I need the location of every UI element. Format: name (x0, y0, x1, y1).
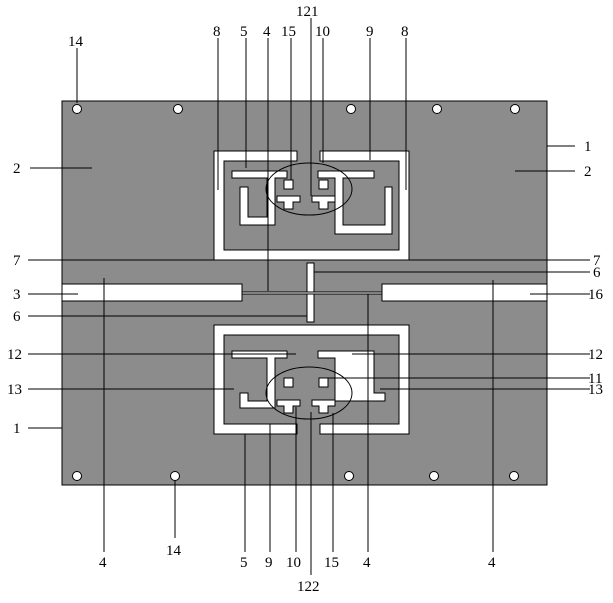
label-left-1: 1 (13, 421, 21, 437)
center-transmission-line (240, 291, 383, 295)
label-top-9: 9 (366, 24, 374, 40)
mounting-holes (72, 104, 520, 481)
label-right-13: 13 (588, 382, 603, 398)
bottom-left-small-pad (283, 377, 294, 388)
label-top-4: 4 (263, 24, 271, 40)
label-left-7: 7 (13, 253, 21, 269)
output-port (381, 283, 548, 302)
label-bottom-14: 14 (166, 543, 182, 559)
label-top-8-right: 8 (401, 24, 409, 40)
label-right-6: 6 (593, 265, 601, 281)
leader-lines (28, 18, 590, 575)
label-bottom-122: 122 (297, 579, 320, 595)
reference-numerals: 14 8 5 4 15 121 10 9 8 1 2 2 7 7 6 3 16 … (7, 4, 604, 595)
label-left-2: 2 (13, 161, 21, 177)
bottom-right-small-pad (318, 377, 329, 388)
label-bottom-15: 15 (324, 555, 339, 571)
mounting-hole (344, 471, 354, 481)
input-port (61, 283, 243, 302)
mounting-hole (72, 104, 82, 114)
label-right-16: 16 (588, 287, 604, 303)
label-bottom-5: 5 (240, 555, 248, 571)
label-left-3: 3 (13, 287, 21, 303)
label-top-14: 14 (68, 34, 84, 50)
bottom-inner-left-resonator (231, 350, 288, 409)
mounting-hole (173, 104, 183, 114)
label-left-13: 13 (7, 382, 22, 398)
label-bottom-4-mid: 4 (363, 555, 371, 571)
top-left-small-pad (283, 179, 294, 190)
label-bottom-10: 10 (286, 555, 301, 571)
label-top-10: 10 (315, 24, 330, 40)
label-bottom-4-left: 4 (99, 555, 107, 571)
mounting-hole (509, 471, 519, 481)
bottom-coupling-ellipse (265, 366, 353, 420)
mounting-hole (432, 104, 442, 114)
label-top-15: 15 (281, 24, 296, 40)
bottom-left-t-pad (276, 399, 301, 414)
label-left-12: 12 (7, 347, 22, 363)
top-inner-right-resonator (317, 170, 393, 235)
label-top-121: 121 (296, 4, 319, 20)
label-bottom-4-right: 4 (488, 555, 496, 571)
top-inner-left-resonator (231, 170, 288, 226)
mounting-hole (72, 471, 82, 481)
mounting-hole (429, 471, 439, 481)
label-right-1-top: 1 (584, 139, 592, 155)
label-top-5: 5 (240, 24, 248, 40)
label-right-2: 2 (584, 164, 592, 180)
mounting-hole (346, 104, 356, 114)
bottom-outer-frame (213, 324, 410, 435)
label-left-6: 6 (13, 309, 21, 325)
label-bottom-9: 9 (265, 555, 273, 571)
bottom-right-t-pad (311, 399, 336, 414)
label-right-11: 11 (588, 371, 602, 387)
label-right-7: 7 (593, 253, 601, 269)
label-right-12: 12 (588, 347, 603, 363)
top-right-small-pad (318, 179, 329, 190)
top-right-t-pad (311, 195, 336, 210)
mounting-hole (510, 104, 520, 114)
top-left-t-pad (276, 195, 301, 210)
top-coupling-ellipse (265, 162, 353, 216)
label-top-8-left: 8 (213, 24, 221, 40)
mounting-hole (170, 471, 180, 481)
